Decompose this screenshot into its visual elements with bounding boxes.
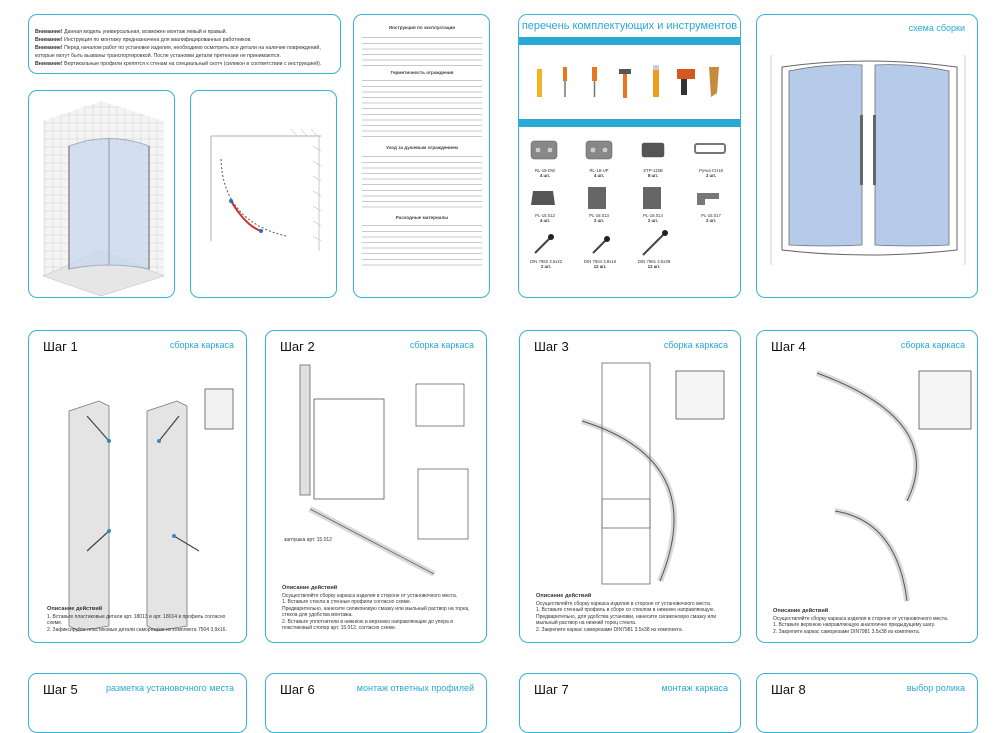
parts-blue-bar-top	[519, 37, 740, 45]
step-description: Описание действий Осуществляйте сборку к…	[282, 585, 469, 631]
care-title: Инструкция по эксплуатации	[388, 25, 456, 30]
level-tool	[537, 69, 542, 97]
parts-row-2-icons	[531, 187, 719, 209]
step-3-illustration	[581, 362, 725, 585]
step-title: Шаг 4	[771, 339, 806, 354]
step-6-card: Шаг 6 монтаж ответных профилей	[265, 673, 487, 733]
parts-row-1-icons	[530, 140, 726, 160]
tools-row	[537, 65, 719, 98]
step-4-card: Шаг 4 сборка каркаса Описание действий О…	[756, 330, 978, 643]
step-subtitle: сборка каркаса	[900, 340, 965, 350]
warning-2: Внимание! Инструкция по монтажу предназн…	[35, 37, 252, 43]
step-subtitle: монтаж каркаса	[661, 683, 728, 693]
step-description: Описание действий Осуществляйте сборку к…	[773, 608, 949, 635]
step-subtitle: монтаж ответных профилей	[356, 683, 474, 693]
warnings-card: Внимание! Данная модель универсальная, в…	[28, 14, 341, 74]
step-title: Шаг 7	[534, 682, 569, 697]
step-description: Описание действий Осуществляйте сборку к…	[536, 593, 716, 633]
parts-card: перечень комплектующих и инструментов RL…	[518, 14, 741, 298]
step-subtitle: сборка каркаса	[409, 340, 474, 350]
knife	[653, 65, 659, 97]
care-text-1	[362, 33, 482, 66]
hammer	[619, 69, 631, 98]
step-title: Шаг 6	[280, 682, 315, 697]
drill	[677, 69, 695, 95]
care-text-3	[362, 152, 482, 211]
installation-plan-illustration	[210, 128, 322, 251]
step-subtitle: сборка каркаса	[663, 340, 728, 350]
step-3-card: Шаг 3 сборка каркаса Описание действий О…	[519, 330, 741, 643]
screwdriver-2	[592, 67, 597, 97]
step-title: Шаг 3	[534, 339, 569, 354]
step-2-illustration	[299, 364, 469, 577]
warning-3: Внимание! Перед началом работ по установ…	[35, 45, 321, 59]
cleaning-title: Уход за душевым ограждением	[386, 145, 458, 151]
step-4-illustration	[815, 370, 972, 602]
step-7-card: Шаг 7 монтаж каркаса	[519, 673, 741, 733]
plan-card	[190, 90, 337, 298]
step-2-card: Шаг 2 сборка каркаса заглушка арт. 15.01…	[265, 330, 487, 643]
step-5-card: Шаг 5 разметка установочного места	[28, 673, 247, 733]
sealing-title: Герметичность ограждения	[390, 69, 454, 75]
consumables-title: Расходные материалы	[395, 214, 449, 220]
step-title: Шаг 5	[43, 682, 78, 697]
care-card: Инструкция по эксплуатации Герметичность…	[353, 14, 490, 298]
parts-header: перечень комплектующих и инструментов	[519, 15, 740, 37]
assembly-scheme-illustration	[770, 55, 966, 265]
step-title: Шаг 8	[771, 682, 806, 697]
warning-4: Внимание! Вертикальные профили крепятся …	[35, 61, 322, 67]
step-subtitle: сборка каркаса	[169, 340, 234, 350]
care-text-4	[362, 222, 482, 269]
saw	[709, 67, 719, 97]
step-title: Шаг 2	[280, 339, 315, 354]
step-1-illustration	[68, 388, 234, 632]
scheme-header: схема сборки	[908, 23, 965, 33]
care-text-2	[362, 77, 482, 142]
step-title: Шаг 1	[43, 339, 78, 354]
screws-row-icons	[534, 230, 668, 256]
step-note: заглушка арт. 15.012	[284, 537, 332, 543]
warning-1: Внимание! Данная модель универсальная, в…	[35, 29, 227, 35]
step-subtitle: разметка установочного места	[105, 683, 234, 693]
shower-render-illustration	[42, 101, 165, 297]
screwdriver-1	[563, 67, 567, 97]
step-subtitle: выбор ролика	[906, 683, 965, 693]
step-1-card: Шаг 1 сборка каркаса Описание действий 1…	[28, 330, 247, 643]
step-8-card: Шаг 8 выбор ролика	[756, 673, 978, 733]
step-description: Описание действий 1. Вставьте пластиковы…	[47, 606, 227, 633]
scheme-card: схема сборки	[756, 14, 978, 298]
parts-blue-bar-bottom	[519, 119, 740, 127]
render-card	[28, 90, 175, 298]
